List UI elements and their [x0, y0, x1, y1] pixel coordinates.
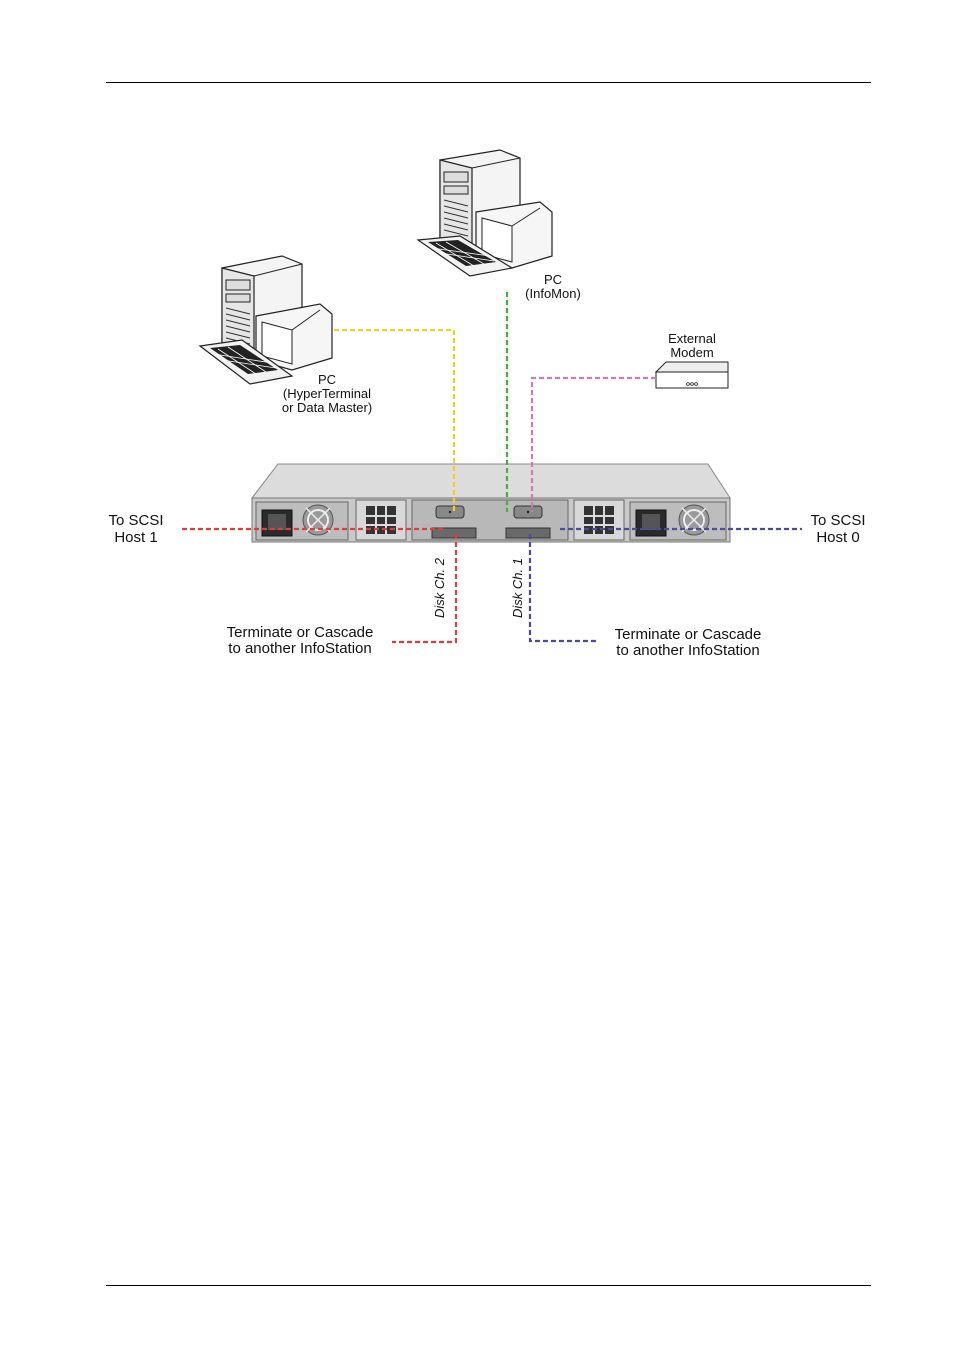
- header-rule: [106, 82, 871, 83]
- scsi-host0-label: To SCSI: [810, 512, 865, 529]
- modem-cable: [530, 376, 656, 512]
- left-power-supply: [255, 501, 349, 541]
- right-fan-grille: [573, 499, 625, 541]
- disk-ch2-cable: [392, 534, 458, 644]
- terminate-right-label: to another InfoStation: [616, 642, 759, 659]
- modem-label: Modem: [670, 345, 713, 360]
- pc-hyperterminal-label: or Data Master): [282, 400, 372, 415]
- hyperterminal-cable: [334, 328, 456, 512]
- terminate-right-label: Terminate or Cascade: [615, 626, 762, 643]
- terminate-left-label: Terminate or Cascade: [227, 624, 374, 641]
- scsi-host1-label: To SCSI: [108, 512, 163, 529]
- external-modem-icon: [654, 361, 729, 389]
- scsi-host0-label: Host 0: [816, 529, 859, 546]
- pc-infomon-icon: [416, 149, 553, 277]
- terminate-left-label: to another InfoStation: [228, 640, 371, 657]
- right-power-supply: [629, 501, 727, 541]
- pc-hyperterminal-label: (HyperTerminal: [283, 386, 371, 401]
- left-fan-grille: [355, 499, 407, 541]
- pc-hyperterminal-icon: [198, 255, 333, 385]
- scsi-host1-label: Host 1: [114, 529, 157, 546]
- pc-infomon-label: PC: [544, 272, 562, 287]
- infostation-rear-panel: [250, 463, 731, 543]
- footer-rule: [106, 1285, 871, 1286]
- controller-module: [411, 499, 569, 541]
- pc-hyperterminal-label: PC: [318, 372, 336, 387]
- connection-diagram: PC (InfoMon) PC (HyperTerminal or Data M…: [108, 149, 866, 659]
- disk-ch1-label: Disk Ch. 1: [510, 558, 525, 618]
- pc-infomon-label: (InfoMon): [525, 286, 581, 301]
- modem-label: External: [668, 331, 716, 346]
- disk-ch2-label: Disk Ch. 2: [432, 557, 447, 618]
- disk-ch1-cable: [528, 534, 598, 643]
